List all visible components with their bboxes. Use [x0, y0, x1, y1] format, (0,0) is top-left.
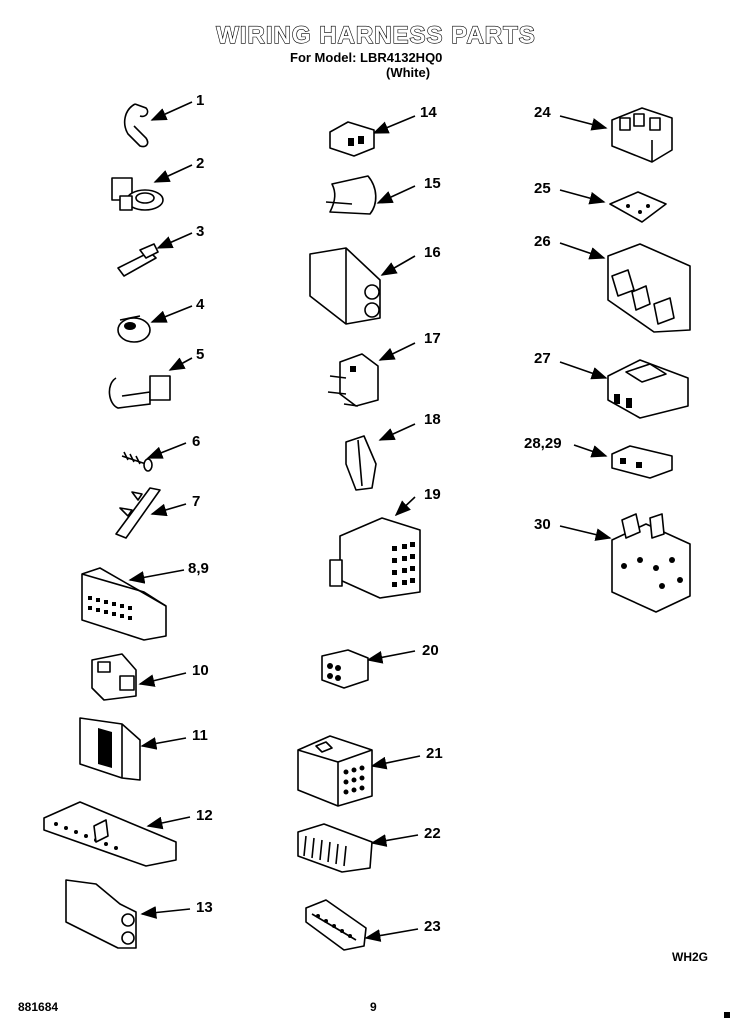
part-14-connector: [329, 121, 375, 157]
part-18-clip: [345, 435, 377, 491]
part-12-strip: [43, 801, 177, 867]
part-label-11: 11: [192, 727, 208, 744]
corner-mark: [724, 1012, 730, 1018]
part-label-27: 27: [534, 350, 551, 367]
leader-arrows: [128, 101, 612, 942]
part-label-1: 1: [196, 92, 205, 109]
part-23-connector: [305, 899, 367, 951]
part-28-29-connector: [611, 445, 673, 479]
part-11-housing: [79, 717, 141, 781]
part-label-2: 2: [196, 155, 205, 172]
part-label-10: 10: [192, 662, 209, 679]
color-line: (White): [386, 65, 431, 80]
part-label-6: 6: [192, 433, 201, 450]
part-30-connector: [611, 513, 691, 613]
part-label-26: 26: [534, 233, 551, 250]
part-label-20: 20: [422, 642, 439, 659]
part-24-connector: [611, 107, 673, 163]
part-13-housing: [65, 879, 137, 949]
model-line: For Model: LBR4132HQ0: [290, 50, 443, 65]
part-label-21: 21: [426, 745, 443, 762]
part-label-5: 5: [196, 346, 205, 363]
part-3-tie: [117, 243, 159, 277]
page-number: 9: [370, 1000, 377, 1014]
part-label-4: 4: [196, 296, 205, 313]
part-label-7: 7: [192, 493, 201, 510]
part-label-16: 16: [424, 244, 441, 261]
part-label-18: 18: [424, 411, 441, 428]
part-label-25: 25: [534, 180, 551, 197]
part-label-23: 23: [424, 918, 441, 935]
part-label-19: 19: [424, 486, 441, 503]
part-6-screw: [121, 451, 153, 472]
part-26-housing: [607, 243, 691, 333]
part-label-24: 24: [534, 104, 551, 121]
part-15-sleeve: [325, 175, 377, 215]
part-label-22: 22: [424, 825, 441, 842]
part-label-14: 14: [420, 104, 437, 121]
part-2-clamp: [111, 177, 164, 211]
part-5-bracket: [108, 375, 171, 409]
part-1-clip: [123, 103, 149, 148]
part-10-housing: [91, 653, 137, 701]
document-number: 881684: [18, 1000, 59, 1014]
part-label-17: 17: [424, 330, 441, 347]
diagram-code: WH2G: [672, 950, 708, 964]
part-label-8-9: 8,9: [188, 560, 209, 577]
part-label-13: 13: [196, 899, 213, 916]
part-label-12: 12: [196, 807, 213, 824]
part-19-connector: [329, 517, 421, 599]
part-16-housing: [309, 247, 381, 325]
part-label-15: 15: [424, 175, 441, 192]
part-label-28-29: 28,29: [524, 435, 562, 452]
part-7-strip: [115, 487, 161, 539]
part-label-30: 30: [534, 516, 551, 533]
part-21-block: [297, 735, 373, 807]
part-17-connector: [327, 353, 379, 407]
part-label-3: 3: [196, 223, 205, 240]
part-4-grommet: [117, 315, 151, 343]
part-25-plate: [609, 191, 667, 223]
part-8-9-connector: [81, 567, 167, 641]
part-20-connector: [321, 649, 369, 689]
part-22-connector: [297, 823, 373, 873]
page-title: WIRING HARNESS PARTS: [216, 21, 536, 49]
part-27-connector: [607, 359, 689, 419]
